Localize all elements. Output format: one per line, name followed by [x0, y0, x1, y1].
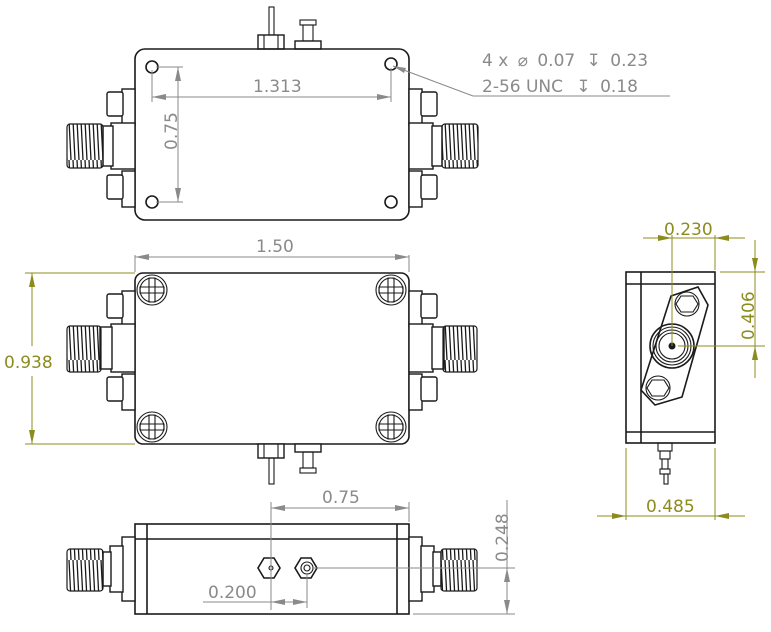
- dimension-body-length: 1.50: [134, 237, 410, 272]
- connector-flange: [640, 286, 709, 406]
- dimension-body-depth: 0.485: [597, 448, 745, 520]
- hex-nut-icon: [674, 291, 700, 317]
- svg-text:0.75: 0.75: [322, 488, 360, 508]
- svg-text:1.50: 1.50: [256, 237, 294, 257]
- dimension-connector-offset: 0.230: [643, 220, 745, 346]
- sma-connector-right-front: [408, 290, 478, 411]
- phillips-screw-icon: [375, 274, 407, 306]
- bias-pin-bottom: [257, 443, 285, 485]
- side-view-body: [134, 523, 410, 615]
- dimension-pin-height: 0.248: [313, 500, 515, 615]
- dimension-hole-spacing-x: 1.313: [151, 68, 392, 102]
- top-view: 1.313 0.75 4 x ⌀ 0.07 ↧ 0.23 2-56 UNC: [66, 6, 670, 221]
- svg-text:0.230: 0.230: [664, 220, 713, 240]
- front-view-body: [134, 272, 410, 445]
- dimension-connector-height: 0.406: [678, 240, 765, 378]
- sma-connector-left-front: [66, 290, 136, 411]
- svg-text:0.485: 0.485: [646, 497, 695, 517]
- ground-pin-bottom: [294, 443, 322, 474]
- dimension-pin-offset: 0.75: [270, 488, 410, 610]
- sma-connector-right-side: [408, 536, 478, 602]
- svg-text:0.248: 0.248: [493, 513, 513, 562]
- mounting-hole-icon: [384, 195, 398, 209]
- svg-text:1.313: 1.313: [253, 77, 302, 97]
- ground-pin-top: [294, 19, 322, 50]
- hex-pin-icon: [257, 557, 281, 579]
- dimension-pin-spacing: 0.200: [203, 574, 308, 608]
- sma-connector-right-top: [408, 88, 479, 208]
- phillips-screw-icon: [375, 411, 407, 443]
- hex-nut-icon: [645, 375, 671, 401]
- svg-text:0.200: 0.200: [208, 583, 257, 603]
- svg-text:0.406: 0.406: [739, 291, 759, 340]
- hole-callout: 4 x ⌀ 0.07 ↧ 0.23 2-56 UNC ↧ 0.18: [392, 51, 670, 97]
- sma-connector-left-side: [66, 536, 136, 602]
- dimension-body-height: 0.938: [4, 272, 135, 445]
- phillips-screw-icon: [136, 411, 168, 443]
- front-view: 1.50 0.938: [4, 237, 478, 485]
- dimension-hole-spacing-y: 0.75: [156, 66, 183, 203]
- callout-line-2: 2-56 UNC ↧ 0.18: [482, 77, 638, 97]
- callout-line-1: 4 x ⌀ 0.07 ↧ 0.23: [482, 51, 648, 71]
- end-view-pin: [657, 442, 673, 485]
- svg-text:0.938: 0.938: [4, 353, 53, 373]
- svg-text:0.75: 0.75: [162, 112, 182, 150]
- end-view: 0.230 0.406 0.485: [597, 220, 765, 520]
- bias-pin-top: [257, 6, 285, 50]
- sma-connector-left-top: [66, 88, 136, 208]
- phillips-screw-icon: [136, 274, 168, 306]
- side-view: 0.75 0.200 0.248: [66, 488, 515, 615]
